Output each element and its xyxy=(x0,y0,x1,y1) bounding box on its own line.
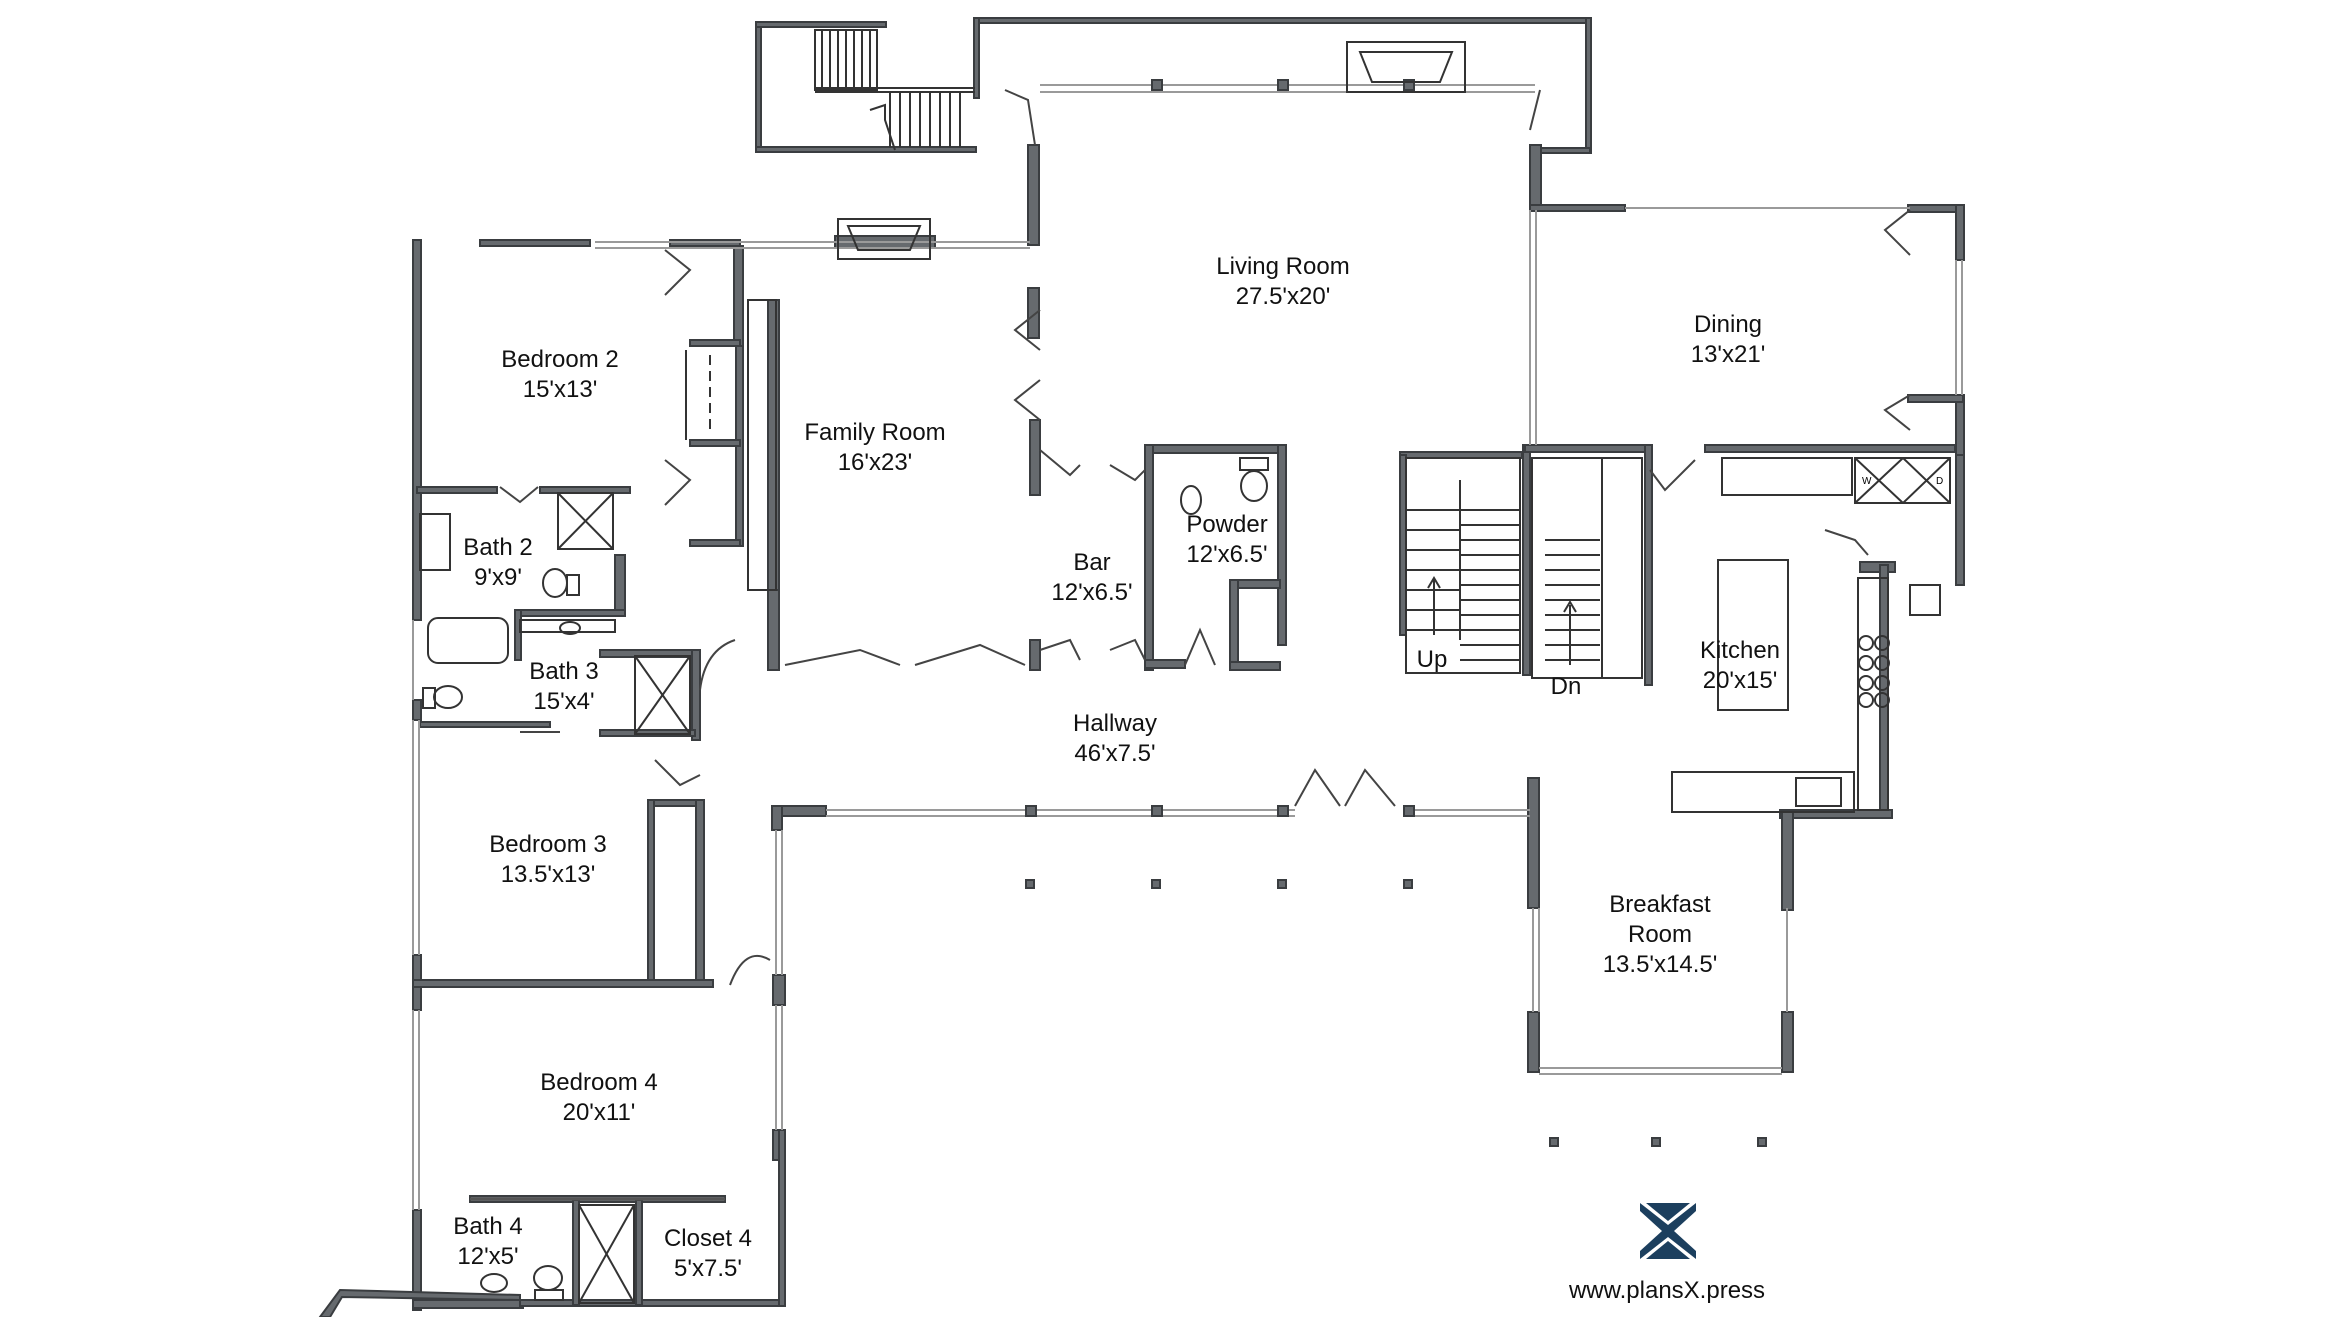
kitchen-sink-counter xyxy=(1671,771,1855,813)
brand-url: www.plansX.press xyxy=(1568,1277,1766,1304)
room-living-room: Living Room 27.5'x20' xyxy=(1216,252,1349,312)
room-name: Bar xyxy=(1073,549,1111,576)
sink-powder xyxy=(1180,485,1202,515)
interior-stairs xyxy=(1405,457,1643,679)
sink-bath2 xyxy=(419,513,451,571)
room-dims: 12'x6.5' xyxy=(1051,579,1133,606)
stairs-down-label: Dn xyxy=(1550,673,1582,700)
room-name: Bath 3 xyxy=(529,658,599,685)
room-bedroom-4: Bedroom 4 20'x11' xyxy=(540,1068,657,1128)
room-hallway: Hallway 46'x7.5' xyxy=(1073,709,1157,769)
shower-bath2 xyxy=(557,492,614,550)
kitchen-island xyxy=(1717,559,1789,711)
toilet-bath4 xyxy=(533,1265,563,1291)
room-bath-4: Bath 4 12'x5' xyxy=(453,1212,522,1272)
room-name: Dining xyxy=(1693,311,1763,338)
fireplace xyxy=(837,41,1466,260)
room-bar: Bar 12'x6.5' xyxy=(1051,548,1132,608)
washer-label: W xyxy=(1862,476,1872,487)
room-closet-4: Closet 4 5'x7.5' xyxy=(664,1224,752,1284)
room-name-line2: Room xyxy=(1627,921,1693,948)
windows xyxy=(412,84,1963,1210)
bath-fixtures xyxy=(419,457,1269,1304)
shower-bath3 xyxy=(634,655,691,735)
sink-bath4 xyxy=(480,1273,508,1293)
room-name: Bath 4 xyxy=(453,1213,523,1240)
room-name: Family Room xyxy=(804,419,946,446)
room-breakfast-room: Breakfast Room 13.5'x14.5' xyxy=(1603,890,1718,980)
room-bath-3: Bath 3 15'x4' xyxy=(529,657,598,717)
vanity-bath3 xyxy=(519,619,616,633)
room-name: Bedroom 3 xyxy=(489,831,607,858)
room-dining: Dining 13'x21' xyxy=(1691,310,1766,370)
kitchen-fixtures: W D xyxy=(1671,457,1951,813)
closet-rods xyxy=(685,299,777,591)
laundry-sink xyxy=(1909,584,1941,616)
room-name: Bedroom 2 xyxy=(501,346,619,373)
stairs-up-label: Up xyxy=(1416,646,1448,673)
room-dims: 13.5'x13' xyxy=(500,861,596,888)
room-dims: 46'x7.5' xyxy=(1074,740,1156,767)
room-dims: 20'x15' xyxy=(1702,667,1778,694)
room-name: Living Room xyxy=(1216,253,1350,280)
kitchen-sink xyxy=(1795,777,1842,807)
room-dims: 15'x13' xyxy=(522,376,598,403)
dryer-label: D xyxy=(1936,476,1943,487)
room-bedroom-3: Bedroom 3 13.5'x13' xyxy=(489,830,606,890)
room-dims: 16'x23' xyxy=(837,449,913,476)
room-name: Powder xyxy=(1186,511,1268,538)
kitchen-counter-top xyxy=(1721,457,1853,496)
room-dims: 20'x11' xyxy=(562,1099,636,1126)
columns xyxy=(1025,79,1767,1147)
doors xyxy=(499,89,1911,986)
room-dims: 9'x9' xyxy=(474,564,522,591)
shower-bath4 xyxy=(578,1204,635,1304)
plansx-logo-icon xyxy=(1640,1203,1696,1264)
kitchen-counter-right xyxy=(1857,577,1889,811)
room-name: Bath 2 xyxy=(463,534,533,561)
exterior-walls xyxy=(318,17,1965,1317)
room-dims: 13.5'x14.5' xyxy=(1602,951,1718,978)
room-bedroom-2: Bedroom 2 15'x13' xyxy=(501,345,618,405)
toilet-bath2 xyxy=(542,568,568,598)
room-dims: 15'x4' xyxy=(533,688,595,715)
room-kitchen: Kitchen 20'x15' xyxy=(1700,636,1780,696)
toilet-powder xyxy=(1240,470,1268,502)
room-dims: 13'x21' xyxy=(1690,341,1766,368)
room-bath-2: Bath 2 9'x9' xyxy=(463,533,532,593)
room-dims: 12'x6.5' xyxy=(1186,541,1268,568)
exterior-stairs xyxy=(814,29,975,151)
room-name-line1: Breakfast xyxy=(1609,891,1711,918)
bathtub-bath3 xyxy=(427,617,509,664)
toilet-bath3 xyxy=(433,685,463,709)
room-name: Bedroom 4 xyxy=(540,1069,658,1096)
room-dims: 27.5'x20' xyxy=(1235,283,1331,310)
room-name: Closet 4 xyxy=(663,1225,753,1252)
room-dims: 5'x7.5' xyxy=(674,1255,742,1282)
room-name: Kitchen xyxy=(1699,637,1781,664)
room-dims: 12'x5' xyxy=(457,1243,519,1270)
room-name: Hallway xyxy=(1072,710,1158,737)
room-powder: Powder 12'x6.5' xyxy=(1186,510,1267,570)
room-family-room: Family Room 16'x23' xyxy=(804,418,945,478)
